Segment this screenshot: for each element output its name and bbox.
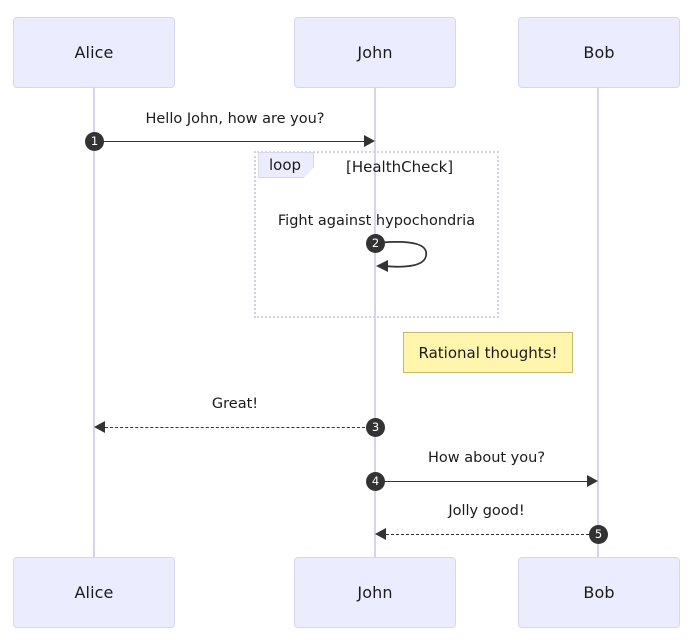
message-line-3 — [105, 427, 365, 428]
lifeline-john — [374, 88, 376, 558]
message-line-5 — [386, 534, 589, 535]
actor-label-alice-bottom: Alice — [74, 583, 114, 602]
actor-box-john-bottom[interactable]: John — [294, 557, 456, 628]
actor-box-bob-bottom[interactable]: Bob — [518, 557, 680, 628]
lifeline-alice — [93, 88, 95, 558]
actor-label-alice-top: Alice — [74, 43, 114, 62]
sequence-badge-3: 3 — [366, 418, 385, 437]
note-rational-thoughts: Rational thoughts! — [403, 332, 573, 373]
message-label-3: Great! — [211, 396, 259, 412]
actor-box-alice-top[interactable]: Alice — [13, 17, 175, 88]
arrow-head-4 — [587, 475, 598, 487]
arrow-head-3 — [94, 421, 105, 433]
sequence-badge-5: 5 — [589, 525, 608, 544]
message-line-4 — [375, 481, 595, 482]
actor-box-alice-bottom[interactable]: Alice — [13, 557, 175, 628]
sequence-badge-4: 4 — [366, 472, 385, 491]
actor-label-john-bottom: John — [357, 583, 393, 602]
note-text: Rational thoughts! — [418, 343, 558, 362]
lifeline-bob — [597, 88, 599, 558]
arrow-head-5 — [375, 528, 386, 540]
actor-label-john-top: John — [357, 43, 393, 62]
loop-fragment-tag: loop — [258, 152, 314, 178]
arrow-head-1 — [364, 135, 375, 147]
actor-label-bob-top: Bob — [583, 43, 615, 62]
actor-label-bob-bottom: Bob — [583, 583, 615, 602]
loop-fragment-condition: [HealthCheck] — [346, 158, 454, 176]
message-line-1 — [94, 141, 371, 142]
message-label-1: Hello John, how are you? — [145, 111, 325, 127]
loop-tag-label: loop — [269, 156, 302, 174]
sequence-badge-1: 1 — [85, 132, 104, 151]
message-label-2: Fight against hypochondria — [277, 213, 476, 229]
loop-fragment-box — [254, 151, 499, 318]
actor-box-john-top[interactable]: John — [294, 17, 456, 88]
message-label-5: Jolly good! — [448, 503, 525, 519]
sequence-badge-2: 2 — [366, 234, 385, 253]
actor-box-bob-top[interactable]: Bob — [518, 17, 680, 88]
self-message-arrow-2 — [372, 234, 438, 276]
message-label-4: How about you? — [427, 450, 546, 466]
